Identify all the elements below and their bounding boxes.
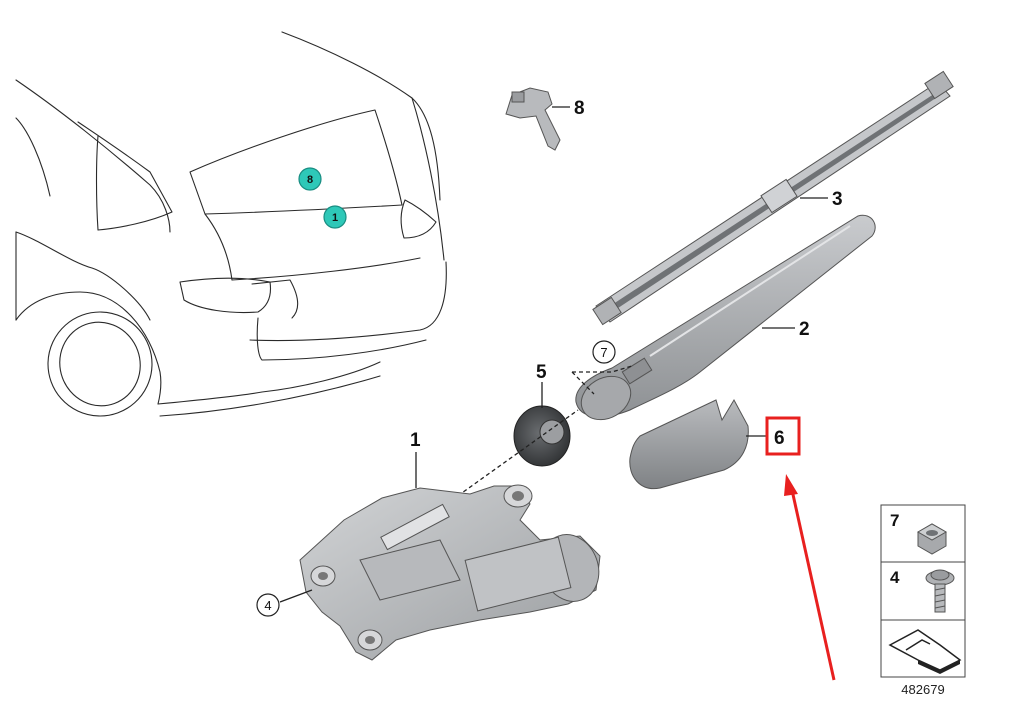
catalog-number: 482679: [901, 682, 944, 697]
callout-8: 8: [574, 98, 585, 119]
callout-3: 3: [832, 189, 843, 210]
inset-legend: 7 4: [880, 504, 966, 678]
callout-2: 2: [799, 319, 810, 340]
callout-7: 7: [600, 345, 607, 360]
vehicle-marker-8-label: 8: [307, 174, 313, 186]
vehicle-marker-8: 8: [298, 167, 322, 191]
callout-1: 1: [410, 430, 421, 451]
vehicle-marker-1: 1: [323, 205, 347, 229]
callout-5: 5: [536, 362, 547, 383]
highlight-box: [765, 416, 801, 456]
inset-label-4: 4: [890, 568, 900, 587]
part-6-arm-cap: 6: [629, 398, 801, 490]
assembly-axis: [451, 409, 579, 501]
callout-7-group: 7: [571, 340, 633, 395]
part-3-wiper-blade: 3: [592, 70, 954, 326]
part-5-grommet: 5: [513, 362, 571, 467]
vehicle-marker-1-label: 1: [332, 212, 338, 224]
callout-4-group: 4: [256, 589, 313, 617]
callout-4: 4: [264, 598, 271, 613]
red-arrow: [784, 474, 836, 681]
hex-nut-icon: [916, 523, 948, 555]
part-8-washer-nozzle: 8: [505, 87, 585, 151]
inset-label-7: 7: [890, 511, 899, 530]
part-2-wiper-arm: 2: [575, 214, 876, 421]
part-1-wiper-motor: 1: [299, 430, 601, 661]
flange-screw-icon: [925, 569, 955, 613]
callout-6: 6: [774, 428, 785, 449]
direction-arrow-icon: [888, 629, 962, 674]
vehicle-rear-outline: [15, 31, 447, 417]
